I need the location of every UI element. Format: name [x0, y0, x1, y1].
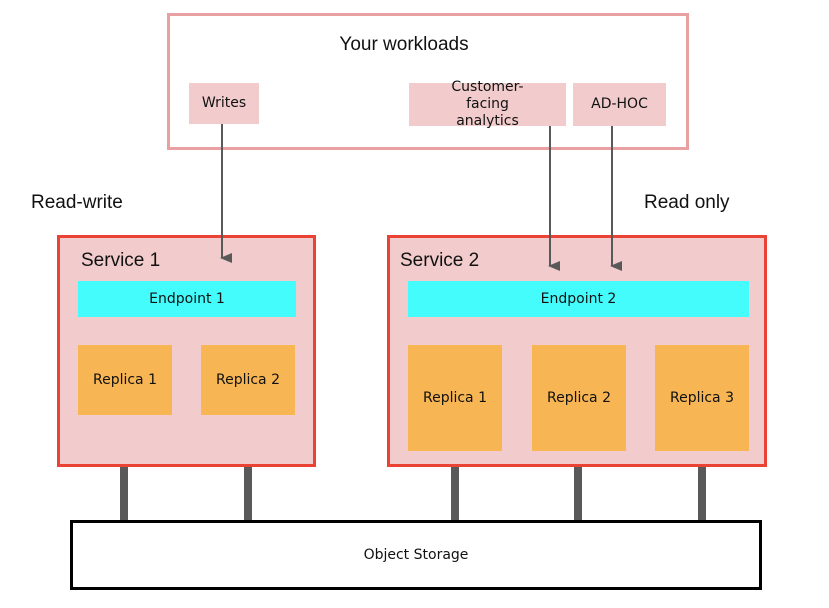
object-storage-box: Object Storage — [70, 520, 762, 590]
read-only-label: Read only — [644, 192, 730, 213]
customer-facing-chip: Customer-facing analytics — [409, 79, 566, 129]
service-2-replica-1: Replica 1 — [408, 345, 502, 451]
endpoint-1: Endpoint 1 — [78, 281, 296, 317]
service-2-replica-3: Replica 3 — [655, 345, 749, 451]
service-1-replica-1: Replica 1 — [78, 345, 172, 415]
endpoint-2: Endpoint 2 — [408, 281, 749, 317]
service-2-title: Service 2 — [400, 250, 480, 271]
service-2-replica-2: Replica 2 — [532, 345, 626, 451]
workloads-box — [167, 13, 689, 150]
read-write-label: Read-write — [31, 192, 123, 213]
workloads-title: Your workloads — [339, 34, 469, 55]
adhoc-chip: AD-HOC — [573, 83, 666, 126]
service-1-replica-2: Replica 2 — [201, 345, 295, 415]
service-1-title: Service 1 — [81, 250, 161, 271]
writes-chip: Writes — [189, 83, 259, 124]
